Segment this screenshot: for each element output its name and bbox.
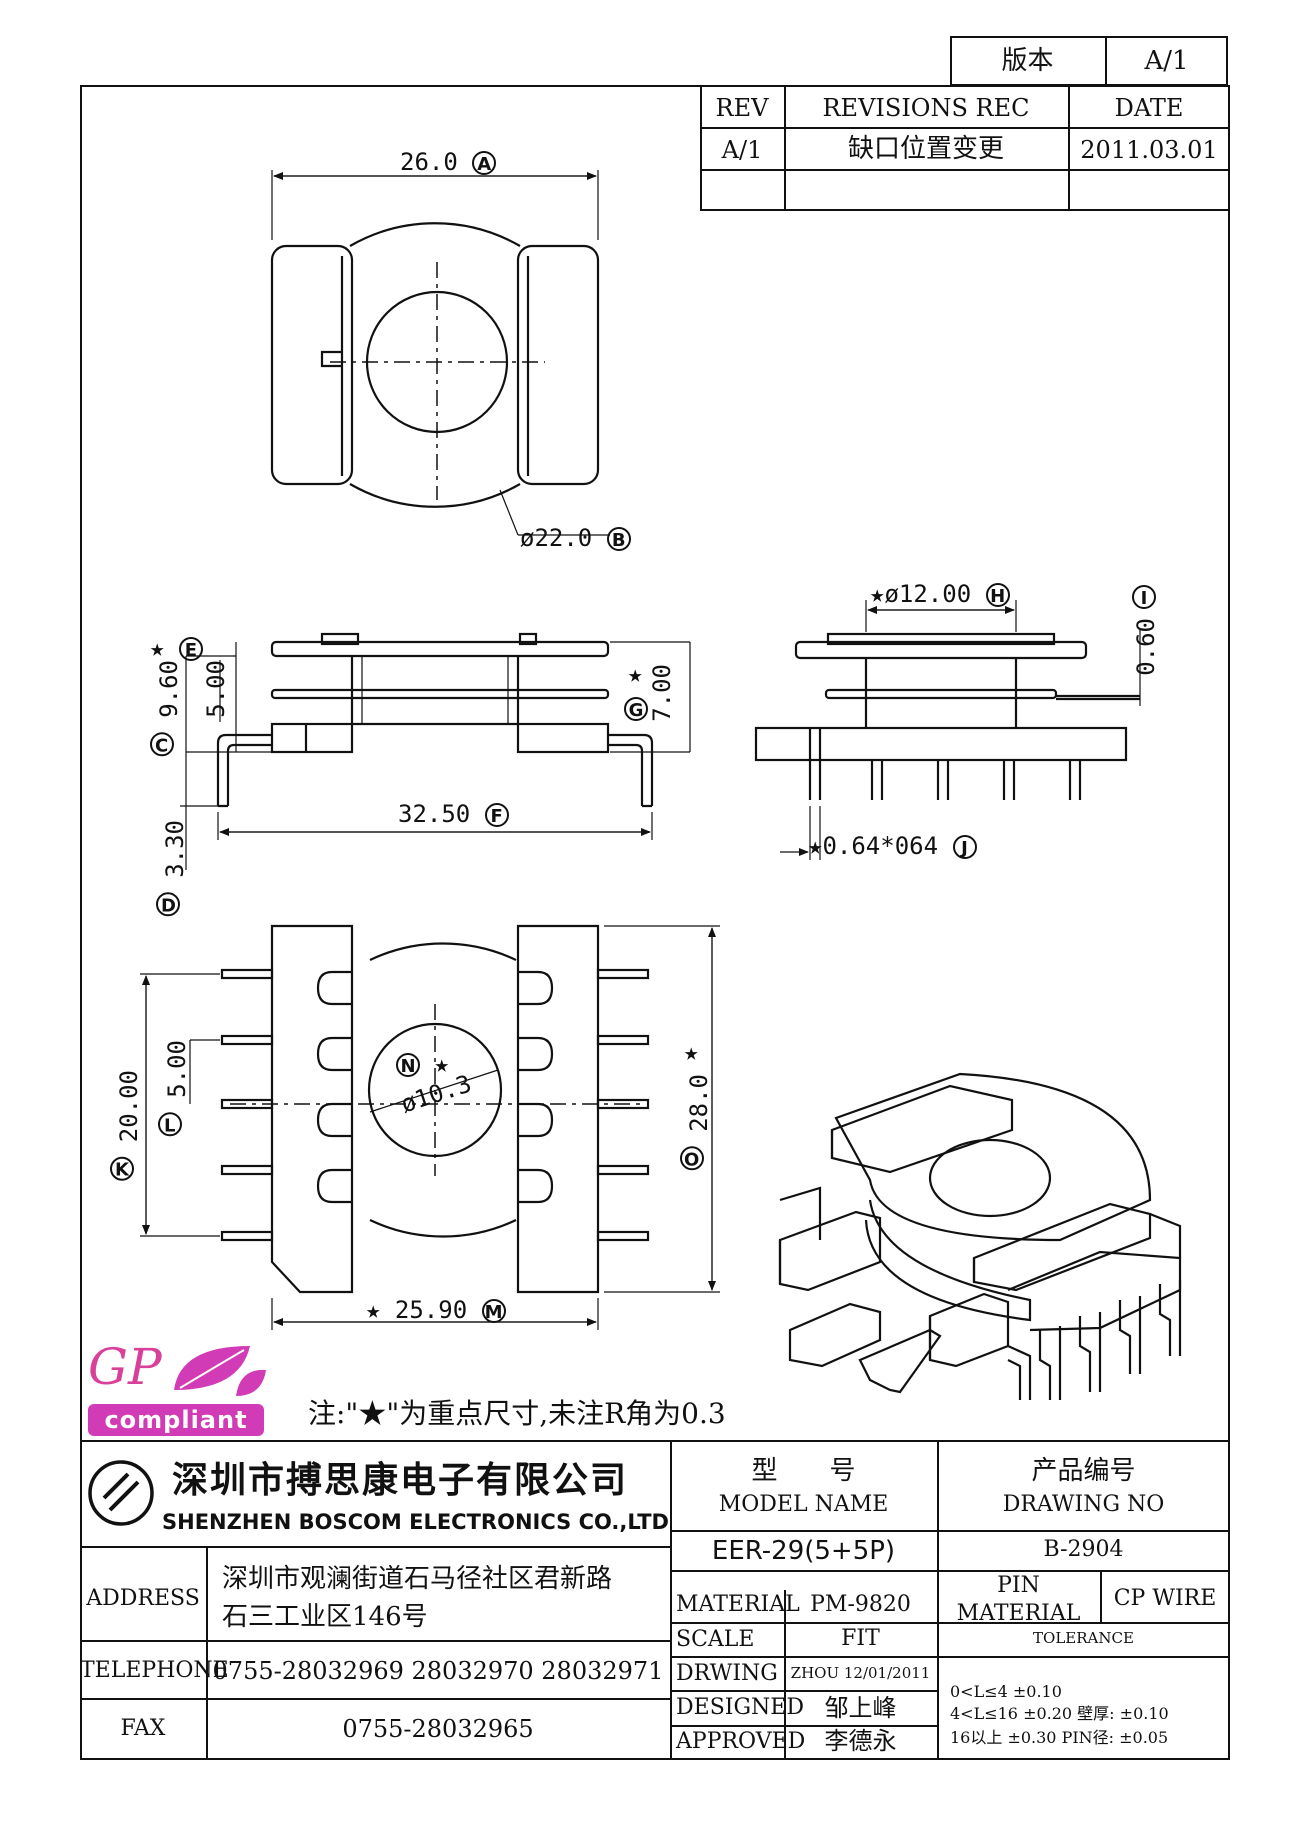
- drawing-note: 注:"★"为重点尺寸,未注R角为0.3: [308, 1397, 726, 1430]
- date-header: DATE: [1114, 94, 1184, 122]
- material-value: PM-9820: [810, 1592, 911, 1617]
- revision-desc-cell: 缺口位置变更: [847, 134, 1004, 164]
- scale-label: SCALE: [676, 1627, 755, 1652]
- rev-header: REV: [715, 94, 769, 122]
- tolerance-line-1: 0<L≤4 ±0.10: [950, 1682, 1062, 1701]
- date-cell: 2011.03.01: [1080, 136, 1218, 164]
- tolerance-label: TOLERANCE: [1033, 1629, 1134, 1647]
- leaf-icon: [174, 1346, 266, 1396]
- version-label: 版本: [1001, 46, 1054, 76]
- dim-20-00: K 20.00: [110, 1070, 143, 1181]
- address-label: ADDRESS: [86, 1586, 200, 1611]
- dim-9-60: C 9.60: [150, 660, 183, 757]
- dim-3-30: D 3.30: [156, 820, 189, 917]
- dim-top-dia: ø22.0 B: [520, 526, 631, 551]
- fax-value: 0755-28032965: [342, 1715, 534, 1743]
- address-line-1: 深圳市观澜街道石马径社区君新路: [222, 1564, 613, 1594]
- pin-material-value: CP WIRE: [1113, 1586, 1217, 1611]
- pin-material-label-1: PIN: [997, 1573, 1040, 1598]
- technical-drawing: [140, 170, 1182, 1400]
- dim-7-00-value: 7.00: [648, 664, 676, 722]
- dim-28-0: O 28.0: [680, 1074, 713, 1171]
- dim-5-00-bottom: L 5.00: [158, 1040, 191, 1137]
- approved-label: APPROVED: [676, 1729, 806, 1754]
- version-value: A/1: [1144, 46, 1189, 76]
- drawing-value: B-2904: [1043, 1537, 1124, 1562]
- company-name-cn: 深圳市搏思康电子有限公司: [172, 1459, 629, 1501]
- model-value: EER-29(5+5P): [711, 1536, 896, 1566]
- dim-right-dia: ★ø12.00 H: [870, 582, 1010, 607]
- gp-logo-subtext: compliant: [88, 1404, 264, 1436]
- dim-32-50: 32.50 F: [398, 802, 509, 827]
- address-line-2: 石三工业区146号: [222, 1602, 428, 1632]
- approved-value: 李德永: [824, 1727, 897, 1755]
- drawing-frame: [80, 85, 1230, 1760]
- rev-cell: A/1: [721, 136, 763, 164]
- company-name-en: SHENZHEN BOSCOM ELECTRONICS CO.,LTD: [162, 1510, 669, 1534]
- dim-right-pin: ★0.64*064 J: [808, 834, 977, 859]
- tolerance-line-2: 4<L≤16 ±0.20 壁厚: ±0.10: [950, 1704, 1169, 1723]
- boscom-logo-icon: [88, 1460, 154, 1526]
- fax-label: FAX: [120, 1716, 166, 1741]
- drwing-label: DRWING: [676, 1661, 778, 1686]
- tolerance-line-3: 16以上 ±0.30 PIN径: ±0.05: [950, 1728, 1169, 1747]
- scale-value: FIT: [841, 1626, 880, 1651]
- pin-material-label-2: MATERIAL: [956, 1601, 1081, 1626]
- model-label-cn: 型 号: [751, 1456, 856, 1486]
- dim-5-00-side: 5.00: [202, 660, 230, 718]
- dim-right-0-60-value: 0.60: [1132, 618, 1160, 676]
- revisions-rec-header: REVISIONS REC: [822, 94, 1030, 122]
- designed-value: 邹上峰: [824, 1694, 897, 1722]
- dim-g-tag: G: [624, 696, 648, 721]
- designed-label: DESIGNED: [676, 1695, 804, 1720]
- isometric-view: [778, 1072, 1182, 1400]
- dim-7-00: ★: [628, 660, 643, 688]
- gp-compliant-logo: GP compliant: [84, 1340, 274, 1440]
- dim-top-width: 26.0 A: [400, 150, 497, 175]
- material-label: MATERIAL: [676, 1592, 800, 1617]
- drawing-label-en: DRAWING NO: [1002, 1492, 1165, 1517]
- drwing-value: ZHOU 12/01/2011: [790, 1664, 931, 1682]
- drawing-label-cn: 产品编号: [1031, 1456, 1136, 1486]
- dim-e-star: ★ E: [150, 636, 203, 661]
- model-label-en: MODEL NAME: [718, 1492, 889, 1517]
- dim-right-0-60: I: [1132, 584, 1156, 609]
- telephone-value: 0755-28032969 28032970 28032971: [212, 1657, 664, 1685]
- dim-25-90: ★ 25.90 M: [366, 1298, 506, 1323]
- revisions-table: [700, 85, 1230, 211]
- dim-28-0-star: ★: [684, 1038, 699, 1066]
- gp-logo-text: GP: [88, 1338, 162, 1396]
- dim-bottom-dia: N ★: [396, 1052, 449, 1077]
- telephone-label: TELEPHONE: [80, 1658, 229, 1683]
